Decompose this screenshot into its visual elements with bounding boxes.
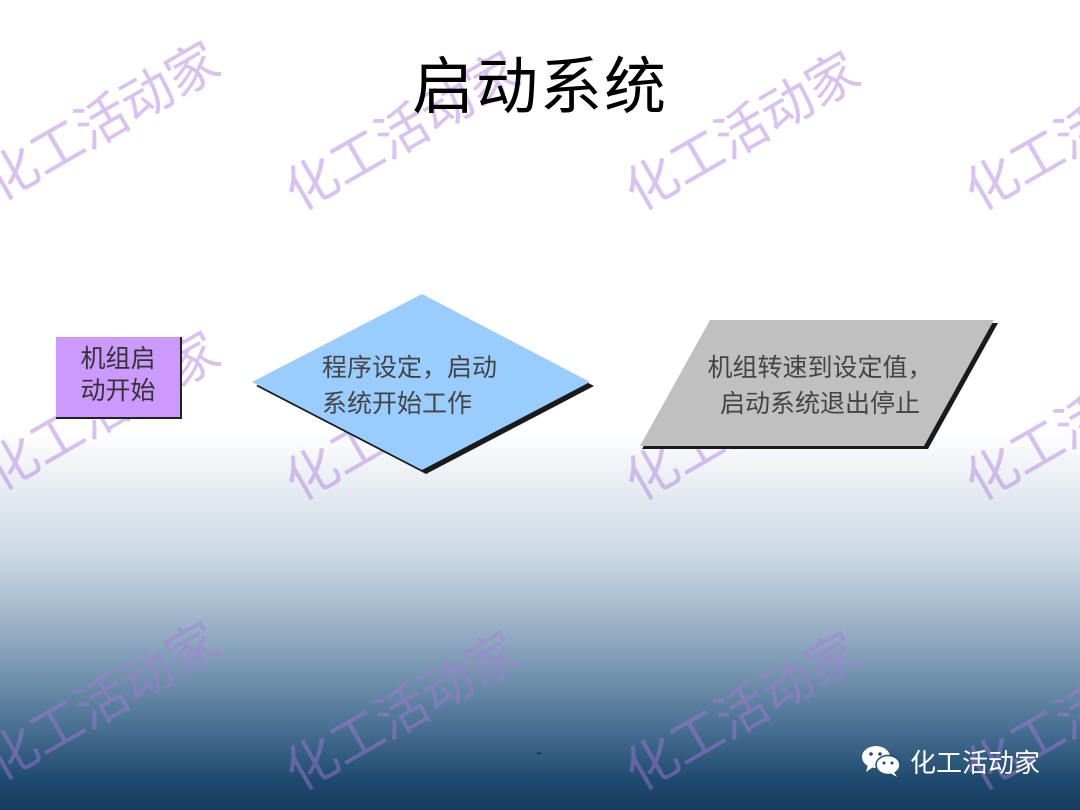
decision-diamond — [252, 294, 590, 470]
start-box-line2: 动开始 — [80, 376, 156, 405]
slide-title: 启动系统 — [411, 50, 668, 123]
decision-text-line2: 系统开始工作 — [322, 389, 473, 418]
output-parallelogram — [640, 320, 994, 446]
output-text-line2: 启动系统退出停止 — [719, 389, 920, 418]
page-number: - — [536, 742, 543, 763]
start-box: 机组启 动开始 — [56, 337, 182, 419]
wechat-brand: 化工活动家 — [860, 742, 1040, 780]
output-text-line1: 机组转速到设定值， — [707, 353, 933, 382]
decision-diamond-text: 程序设定，启动 系统开始工作 — [322, 350, 497, 422]
start-box-line1: 机组启 — [80, 344, 156, 373]
wechat-icon — [862, 746, 901, 777]
output-parallelogram-text: 机组转速到设定值， 启动系统退出停止 — [690, 350, 950, 422]
wechat-brand-name: 化工活动家 — [910, 748, 1041, 779]
decision-text-line1: 程序设定，启动 — [322, 353, 498, 382]
